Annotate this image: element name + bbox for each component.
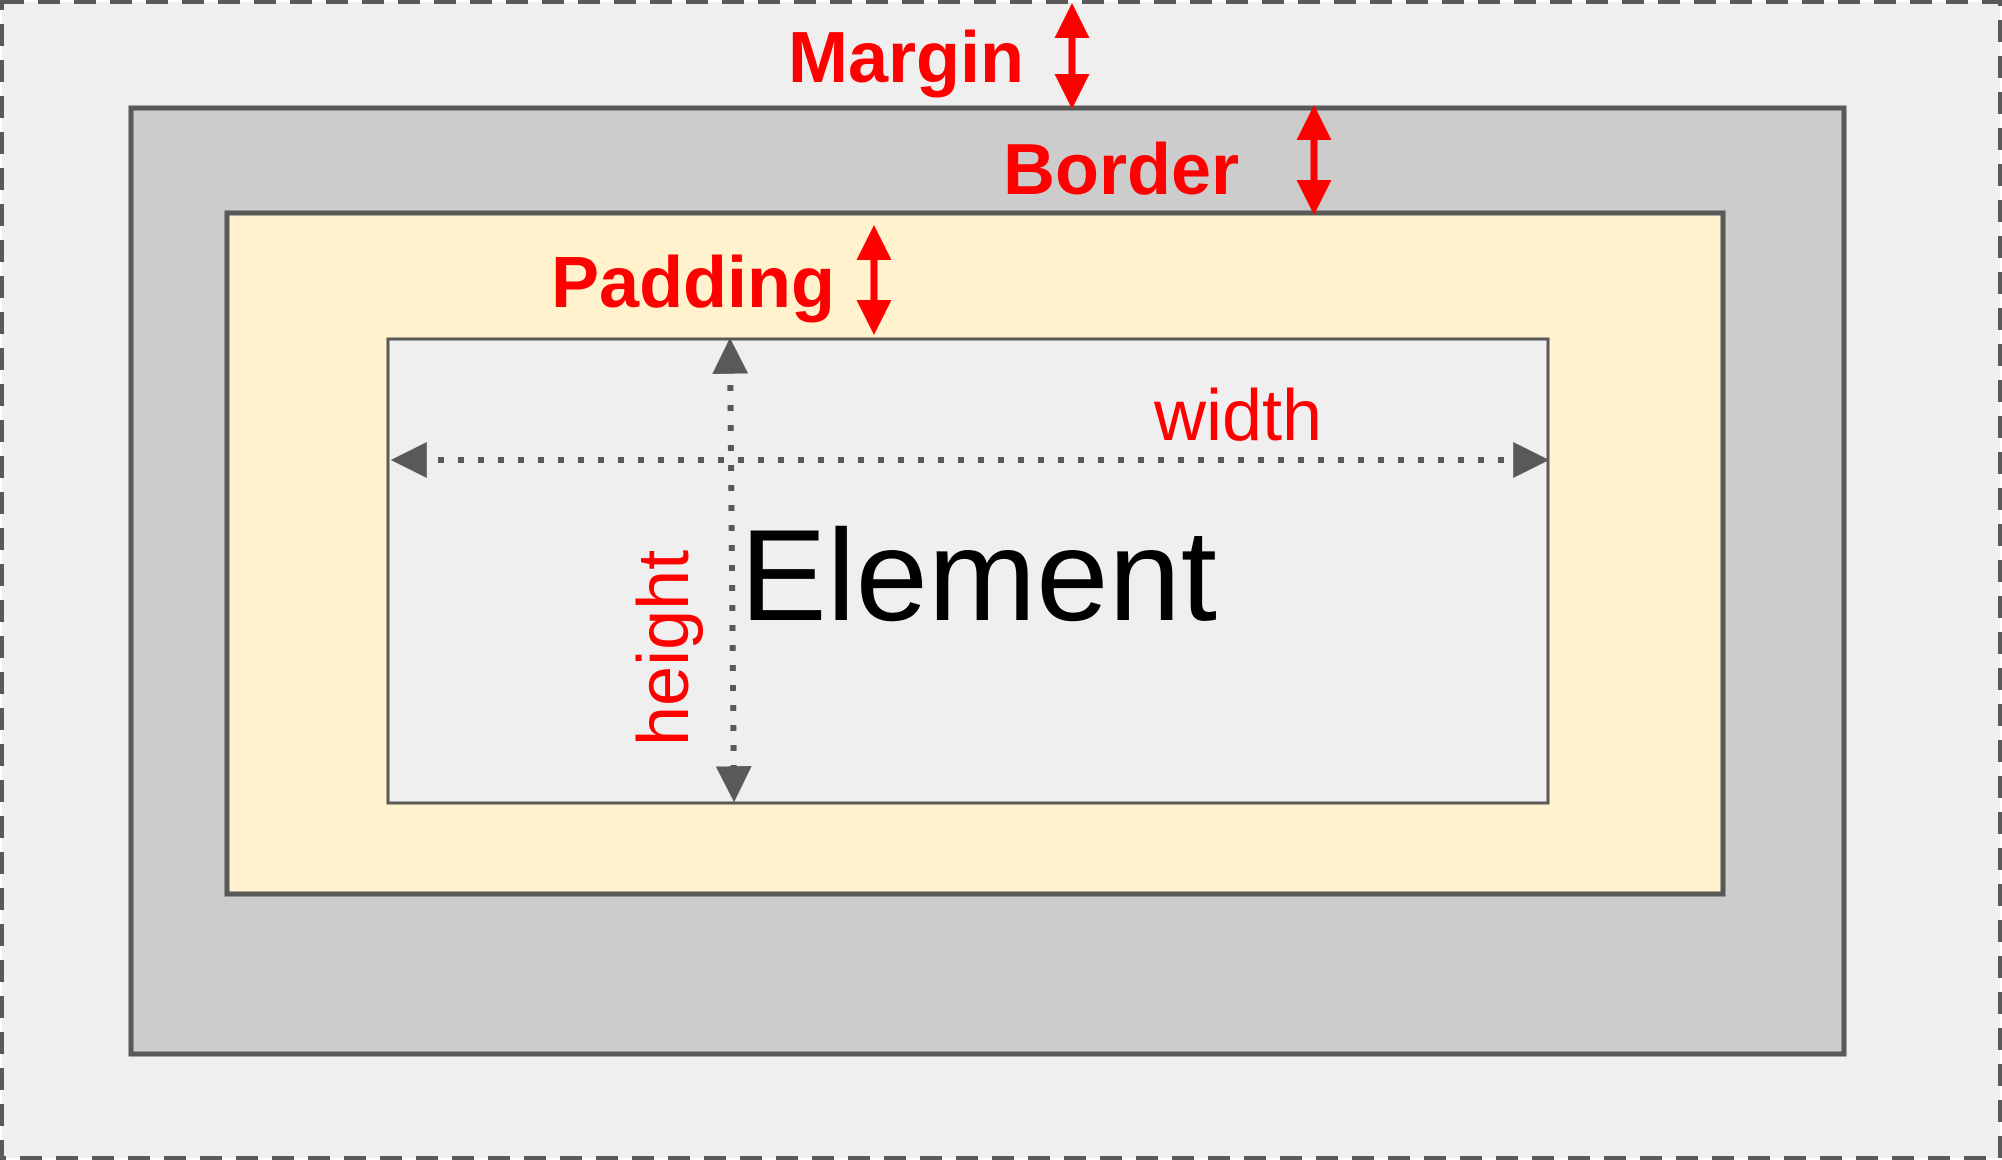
height-label: height — [624, 550, 704, 746]
height-dimension-arrow — [712, 337, 752, 803]
content-area — [386, 337, 1550, 805]
border-label: Border — [1003, 130, 1239, 210]
margin-label: Margin — [788, 18, 1024, 98]
width-label: width — [1153, 376, 1322, 456]
element-label: Element — [740, 502, 1217, 648]
padding-label: Padding — [551, 243, 835, 323]
